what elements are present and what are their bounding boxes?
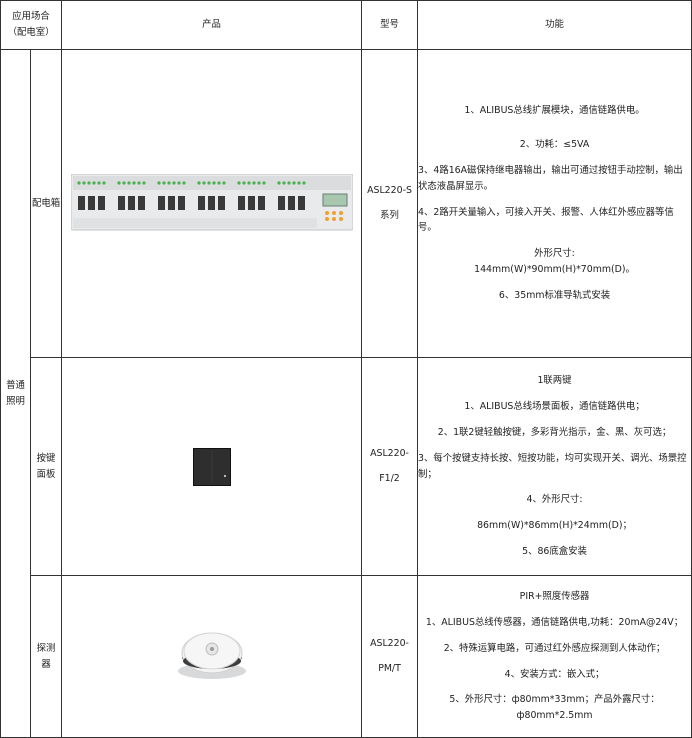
product-image-cell bbox=[61, 49, 363, 358]
header-product: 产品 bbox=[61, 0, 363, 50]
function-line: 4、安装方式：嵌入式； bbox=[504, 668, 605, 680]
table-row: 按键面板 ASL220- F1/2 1联两键 1、ALIBUS总线场景面板，通信… bbox=[1, 357, 692, 576]
function-line: 外形尺寸: bbox=[534, 248, 575, 260]
function-cell: PIR+照度传感器 1、ALIBUS总线传感器，通信链路供电,功耗：20mA@2… bbox=[417, 575, 692, 738]
function-cell: 1联两键 1、ALIBUS总线场景面板，通信链路供电； 2、1联2键轻触按键，多… bbox=[417, 357, 692, 576]
header-model: 型号 bbox=[361, 0, 419, 50]
function-line: 4、2路开关量输入，可接入开关、报警、人体红外感应器等信号。 bbox=[418, 206, 674, 234]
model-line2: F1/2 bbox=[379, 472, 400, 484]
category-cell: 按键面板 bbox=[29, 357, 63, 576]
function-line: 6、35mm标准导轨式安装 bbox=[498, 290, 611, 302]
function-line: 144mm(W)*90mm(H)*70mm(D)。 bbox=[474, 264, 635, 276]
header-scene: 应用场合（配电室） bbox=[0, 0, 63, 50]
function-line: 2、特殊运算电路，可通过红外感应探测到人体动作； bbox=[443, 642, 666, 654]
function-line: 1、ALIBUS总线场景面板，通信链路供电； bbox=[464, 400, 645, 412]
function-line: 3、4路16A磁保持继电器输出，输出可通过按钮手动控制，输出状态液晶屏显示。 bbox=[418, 164, 683, 192]
pir-sensor-image bbox=[177, 632, 246, 679]
key-panel-image bbox=[192, 447, 231, 486]
model-cell: ASL220- F1/2 bbox=[361, 357, 419, 576]
function-line: 3、每个按键支持长按、短按功能，均可实现开关、调光、场景控制； bbox=[418, 452, 687, 480]
model-line1: ASL220-S bbox=[367, 185, 412, 197]
table-row: 探测器 ASL220- PM/T PIR+照度传感器 1、ALIBUS总线传感器… bbox=[1, 575, 692, 738]
model-line2: PM/T bbox=[378, 662, 401, 674]
model-line1: ASL220- bbox=[370, 638, 409, 650]
header-function: 功能 bbox=[417, 0, 692, 50]
function-line: 1、ALIBUS总线扩展模块，通信链路供电。 bbox=[464, 104, 645, 116]
category-cell: 探测器 bbox=[29, 575, 63, 738]
function-line: 2、功耗：≤5VA bbox=[519, 138, 590, 150]
function-line: 4、外形尺寸: bbox=[526, 494, 583, 506]
model-line2: 系列 bbox=[380, 209, 399, 221]
category-cell: 配电箱 bbox=[29, 49, 63, 358]
function-line: 2、1联2键轻触按键，多彩背光指示，金、黑、灰可选； bbox=[437, 426, 672, 438]
model-cell: ASL220- PM/T bbox=[361, 575, 419, 738]
function-cell: 1、ALIBUS总线扩展模块，通信链路供电。 2、功耗：≤5VA 3、4路16A… bbox=[417, 49, 692, 358]
function-line: 1联两键 bbox=[537, 374, 572, 386]
model-cell: ASL220-S 系列 bbox=[361, 49, 419, 358]
scene-group-cell: 普通照明 bbox=[0, 49, 31, 738]
function-line: 5、外形尺寸：ф80mm*33mm；产品外露尺寸：ф80mm*2.5mm bbox=[449, 694, 660, 722]
function-line: 5、86底盒安装 bbox=[522, 546, 587, 558]
function-line: 1、ALIBUS总线传感器，通信链路供电,功耗：20mA@24V； bbox=[425, 616, 684, 628]
table-row: 普通照明 配电箱 bbox=[0, 49, 692, 738]
model-line1: ASL220- bbox=[370, 448, 409, 460]
product-image-cell bbox=[61, 357, 363, 576]
header-row: 应用场合（配电室） 产品 型号 功能 bbox=[0, 0, 692, 50]
product-image-cell bbox=[61, 575, 363, 738]
relay-module-image bbox=[70, 173, 353, 230]
function-line: PIR+照度传感器 bbox=[519, 590, 590, 602]
function-line: 86mm(W)*86mm(H)*24mm(D)； bbox=[477, 520, 632, 532]
